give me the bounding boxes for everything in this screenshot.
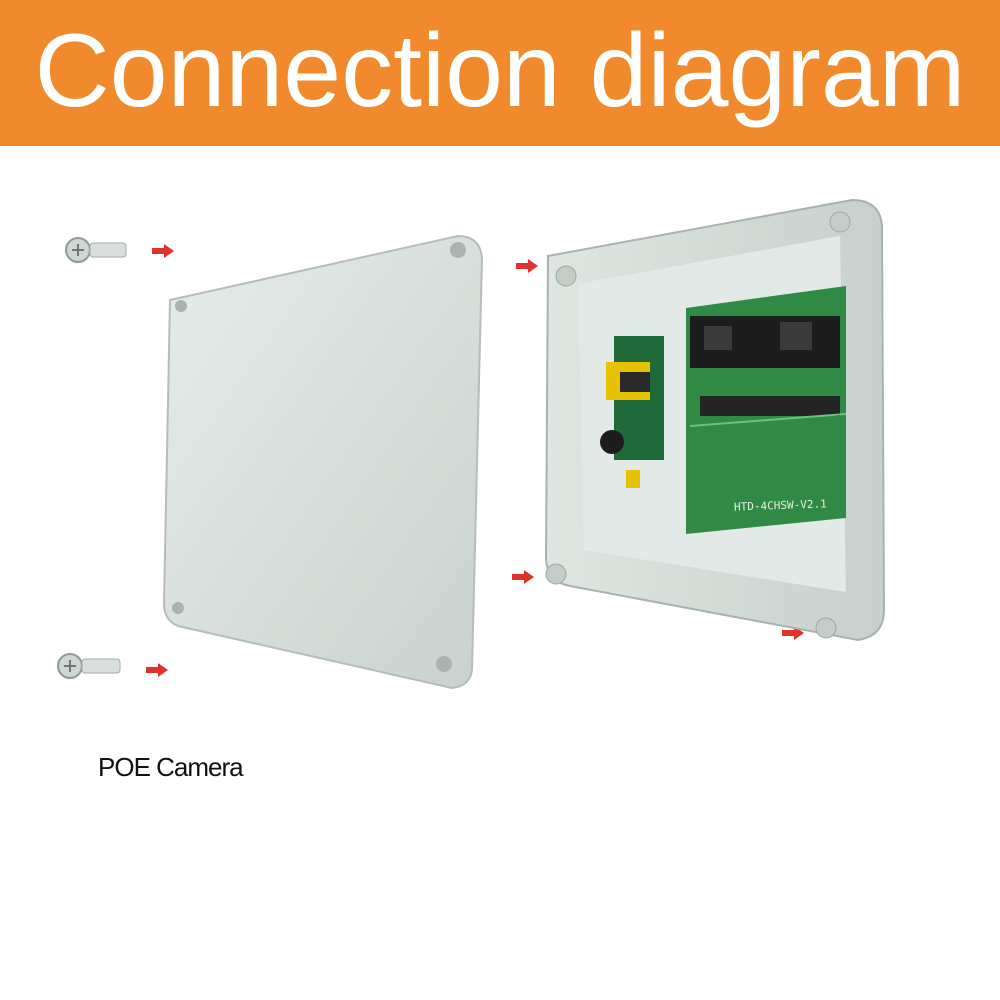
enclosure-lid	[162, 234, 484, 690]
arrow-icon	[512, 570, 534, 584]
arrow-icon	[146, 663, 168, 677]
screw-icon	[65, 237, 127, 263]
camera-label: POE Camera	[98, 752, 244, 782]
switch-pcb	[686, 286, 847, 534]
arrow-icon	[516, 259, 538, 273]
screw-icon	[57, 653, 121, 679]
connection-diagram	[57, 198, 886, 690]
arrow-icon	[152, 244, 174, 258]
header-banner: Connection diagram	[0, 0, 1000, 146]
page-title: Connection diagram	[34, 13, 966, 129]
power-supply-board	[600, 336, 664, 488]
